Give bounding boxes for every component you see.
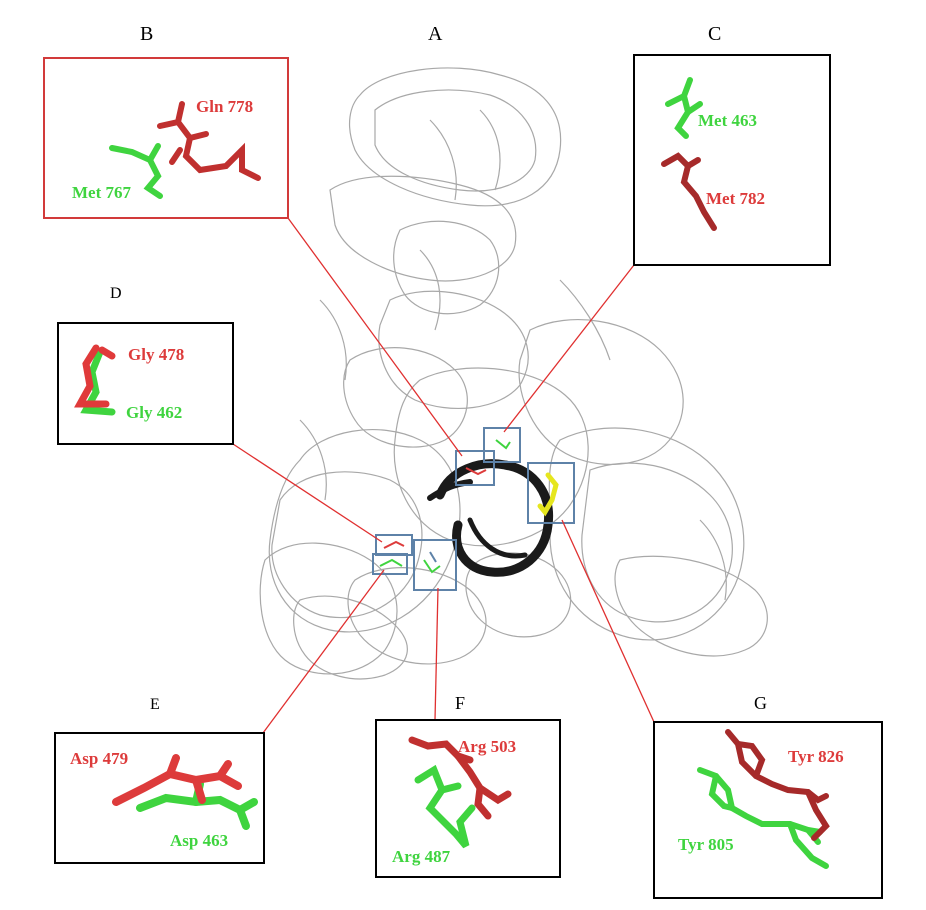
dna-ring bbox=[427, 459, 554, 577]
panel-f-green-label: Arg 487 bbox=[392, 847, 451, 866]
panel-b-red-residue bbox=[157, 101, 261, 181]
connector-lines bbox=[232, 217, 655, 734]
panel-letter-d: D bbox=[110, 285, 122, 302]
highlight-box-e bbox=[372, 553, 408, 575]
highlight-boxes bbox=[372, 427, 575, 591]
panel-letter-f: F bbox=[455, 693, 465, 713]
panel-g: Tyr 826 Tyr 805 bbox=[653, 721, 883, 899]
panel-b-frame bbox=[43, 57, 289, 219]
panel-f-frame bbox=[375, 719, 561, 878]
connector-e bbox=[262, 569, 385, 734]
connector-b bbox=[287, 217, 463, 457]
panel-f-green-residue bbox=[414, 764, 476, 849]
panel-d: Gly 478 Gly 462 bbox=[57, 322, 234, 445]
highlight-box-c bbox=[483, 427, 521, 463]
panel-d-red-label: Gly 478 bbox=[128, 345, 184, 364]
panel-g-green-label: Tyr 805 bbox=[678, 835, 734, 854]
panel-letter-e: E bbox=[150, 696, 160, 713]
panel-letter-b: B bbox=[140, 23, 153, 45]
highlight-box-d bbox=[375, 534, 413, 556]
highlight-box-f bbox=[413, 539, 457, 591]
panel-f-red-residue bbox=[408, 736, 512, 820]
connector-c bbox=[503, 264, 635, 433]
panel-e-red-label: Asp 479 bbox=[70, 749, 128, 768]
panel-d-green-residue bbox=[80, 348, 116, 416]
yellow-residue bbox=[537, 472, 559, 517]
panel-e-red-residue bbox=[112, 754, 242, 806]
panel-letter-a: A bbox=[428, 23, 443, 45]
highlight-box-b bbox=[455, 450, 495, 486]
panel-e: Asp 479 Asp 463 bbox=[54, 732, 265, 864]
panel-letter-c: C bbox=[708, 23, 721, 45]
panel-g-red-residue bbox=[725, 729, 830, 841]
panel-g-frame bbox=[653, 721, 883, 899]
panel-c-green-label: Met 463 bbox=[698, 111, 757, 130]
panel-c-frame bbox=[633, 54, 831, 266]
panel-d-green-label: Gly 462 bbox=[126, 403, 182, 422]
panel-b-green-residue bbox=[109, 143, 163, 199]
connector-d bbox=[232, 443, 383, 543]
protein-surface bbox=[259, 67, 768, 680]
highlight-box-g bbox=[527, 462, 575, 524]
panel-g-red-label: Tyr 826 bbox=[788, 747, 844, 766]
panel-b: Gln 778 Met 767 bbox=[43, 57, 289, 219]
panel-b-green-label: Met 767 bbox=[72, 183, 132, 202]
panel-c-red-label: Met 782 bbox=[706, 189, 765, 208]
panel-e-green-label: Asp 463 bbox=[170, 831, 228, 850]
connector-g bbox=[561, 519, 655, 723]
panel-f-red-label: Arg 503 bbox=[458, 737, 516, 756]
panel-f: Arg 503 Arg 487 bbox=[375, 719, 561, 878]
panel-c-green-residue bbox=[665, 77, 703, 139]
panel-d-red-residue bbox=[74, 344, 116, 408]
connector-f bbox=[434, 587, 439, 721]
panel-b-red-label: Gln 778 bbox=[196, 97, 253, 116]
panel-d-frame bbox=[57, 322, 234, 445]
panel-letter-g: G bbox=[754, 693, 767, 713]
panel-c-red-residue bbox=[661, 152, 717, 231]
panel-c: Met 463 Met 782 bbox=[633, 54, 831, 266]
